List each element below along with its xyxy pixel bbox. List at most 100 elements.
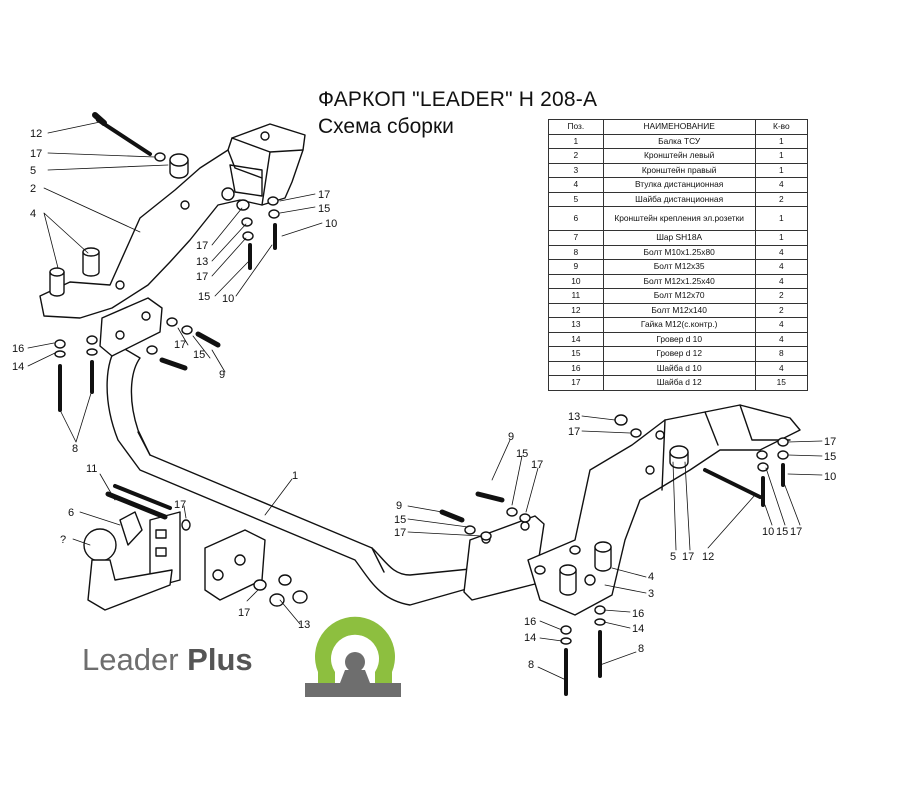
table-cell-qty: 4 [754,177,809,193]
callout: 11 [86,463,97,475]
callout: 17 [30,148,42,160]
callout: 17 [174,339,186,351]
callout: 16 [12,343,24,355]
right-spacer-sleeves [559,541,612,596]
callout: 15 [824,451,836,463]
left-bracket [39,123,306,319]
callout: 15 [318,203,330,215]
callout: 10 [222,293,234,305]
logo-wordmark: Leader Plus [82,642,253,678]
callout: 2 [30,183,36,195]
table-cell-qty: 1 [754,162,809,178]
table-cell-name: Шайба d 12 [602,375,756,391]
callout: 4 [648,571,654,583]
callout: 14 [12,361,24,373]
callout: 5 [30,165,36,177]
logo-word-plus: Plus [187,642,253,677]
callout: 8 [638,643,644,655]
leader-plus-logo-mark [305,616,401,697]
callout: 9 [396,500,402,512]
callout: 17 [682,551,694,563]
callout: 17 [196,271,208,283]
callout: 10 [762,526,774,538]
right-bracket-fasteners [534,414,789,575]
page-title: ФАРКОП "LEADER" H 208-A [318,88,598,111]
callout: 17 [394,527,406,539]
page-subtitle: Схема сборки [318,115,454,138]
beam-left-fasteners [146,317,221,371]
callout: 15 [516,448,528,460]
callout: 9 [219,369,225,381]
right-bolts-8 [560,605,606,696]
callout: 17 [196,240,208,252]
left-bolts-8 [54,335,98,412]
table-cell-pos: 2 [548,148,604,164]
table-cell-qty: 1 [754,230,809,246]
callout: 12 [702,551,714,563]
socket-bracket [149,511,181,589]
table-cell-qty: 15 [754,375,809,391]
beam-right-fasteners [439,491,531,541]
callout: 14 [524,632,536,644]
center-fasteners [253,574,308,607]
callout: ? [60,534,66,546]
callout: 9 [508,431,514,443]
table-cell-name: Шар SH18A [602,230,756,246]
callout: 16 [632,608,644,620]
callout: 12 [30,128,42,140]
callout: 17 [790,526,802,538]
bolt-12-top [92,112,152,156]
callout: 1 [292,470,298,482]
callout: 13 [568,411,580,423]
callout: 10 [325,218,337,230]
callout: 13 [298,619,310,631]
callout: 17 [531,459,543,471]
callout: 5 [670,551,676,563]
table-cell-name: Кронштейн правый [602,162,756,178]
table-cell-name: Втулка дистанционная [602,177,756,193]
col-header-pos: Поз. [548,119,604,135]
callout: 17 [824,436,836,448]
col-header-qty: К-во [754,119,809,135]
table-cell-qty: 2 [754,191,809,207]
callout: 8 [72,443,78,455]
callout: 14 [632,623,644,635]
callout: 16 [524,616,536,628]
callout: 15 [394,514,406,526]
parts-table-header-row: Поз. НАИМЕНОВАНИЕ К-во [548,119,809,135]
bolts-11 [105,484,172,520]
callout: 8 [528,659,534,671]
callout: 17 [238,607,250,619]
table-cell-name: Кронштейн крепления эл.розетки [602,206,756,231]
callout-labels: 12 17 5 2 4 17 15 10 17 13 17 15 10 16 1… [12,128,836,671]
callout: 15 [776,526,788,538]
table-cell-name: Балка ТСУ [602,133,756,149]
callout: 17 [318,189,330,201]
table-cell-qty: 1 [754,133,809,149]
callout: 17 [174,499,186,511]
col-header-name: НАИМЕНОВАНИЕ [602,119,756,135]
bolt-12-right [703,468,762,499]
callout: 4 [30,208,36,220]
left-spacer-sleeves [49,247,100,297]
callout: 13 [196,256,208,268]
callout: 17 [568,426,580,438]
left-bracket-fasteners [236,196,280,270]
logo-word-leader: Leader [82,642,179,677]
leader-lines [27,121,823,681]
